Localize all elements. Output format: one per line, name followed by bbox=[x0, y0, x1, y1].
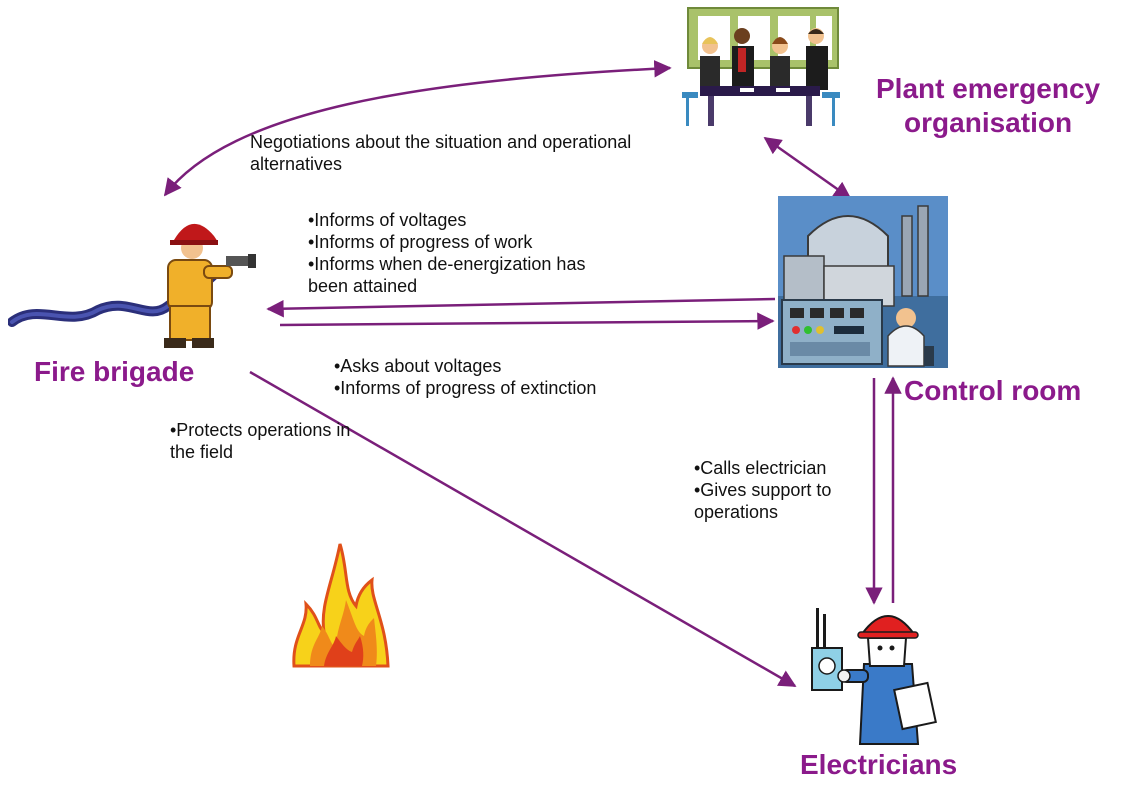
control-to-fire-note-line: •Informs of progress of work bbox=[308, 232, 533, 252]
control-to-electricians-note-line: operations bbox=[694, 502, 779, 522]
electricians-label: Electricians bbox=[800, 749, 958, 780]
fire-brigade-label: Fire brigade bbox=[34, 356, 195, 387]
power-plant-control-room-icon bbox=[778, 196, 948, 368]
fire-to-electricians-note-line: the field bbox=[170, 442, 234, 462]
plant-emergency-label: Plant emergency organisation bbox=[876, 72, 1100, 140]
control-to-electricians-note: •Calls electrician •Gives support to ope… bbox=[694, 457, 831, 523]
negotiations-note-line: alternatives bbox=[250, 154, 343, 174]
arrow-fire-to-electricians bbox=[249, 370, 797, 688]
fire-to-control-note-line: •Asks about voltages bbox=[334, 356, 502, 376]
arrow-negotiations bbox=[163, 60, 672, 197]
control-room-label: Control room bbox=[904, 375, 1082, 406]
fire-to-control-note: •Asks about voltages •Informs of progres… bbox=[334, 355, 596, 399]
firefighter-icon bbox=[8, 223, 256, 348]
electrician-icon bbox=[811, 608, 937, 745]
control-to-fire-note: •Informs of voltages •Informs of progres… bbox=[308, 209, 585, 297]
fire-to-electricians-note-line: •Protects operations in bbox=[170, 420, 351, 440]
control-to-fire-note-line: •Informs when de-energization has bbox=[308, 254, 586, 274]
arrow-plant-control bbox=[763, 136, 852, 200]
arrow-fire-to-control bbox=[279, 312, 775, 330]
control-to-electricians-note-line: •Calls electrician bbox=[694, 458, 827, 478]
fire-to-control-note-line: •Informs of progress of extinction bbox=[334, 378, 597, 398]
negotiations-note-line: Negotiations about the situation and ope… bbox=[250, 132, 632, 152]
flame-icon bbox=[292, 543, 390, 668]
plant-emergency-label-line1: Plant emergency bbox=[876, 73, 1101, 104]
control-to-fire-note-line: been attained bbox=[308, 276, 418, 296]
control-to-fire-note-line: •Informs of voltages bbox=[308, 210, 467, 230]
negotiations-note: Negotiations about the situation and ope… bbox=[250, 131, 631, 175]
control-to-electricians-note-line: •Gives support to bbox=[694, 480, 832, 500]
fire-to-electricians-note: •Protects operations in the field bbox=[170, 419, 350, 463]
arrow-control-to-fire bbox=[266, 297, 776, 318]
meeting-people-icon bbox=[682, 7, 840, 126]
plant-emergency-label-line2: organisation bbox=[904, 107, 1073, 138]
